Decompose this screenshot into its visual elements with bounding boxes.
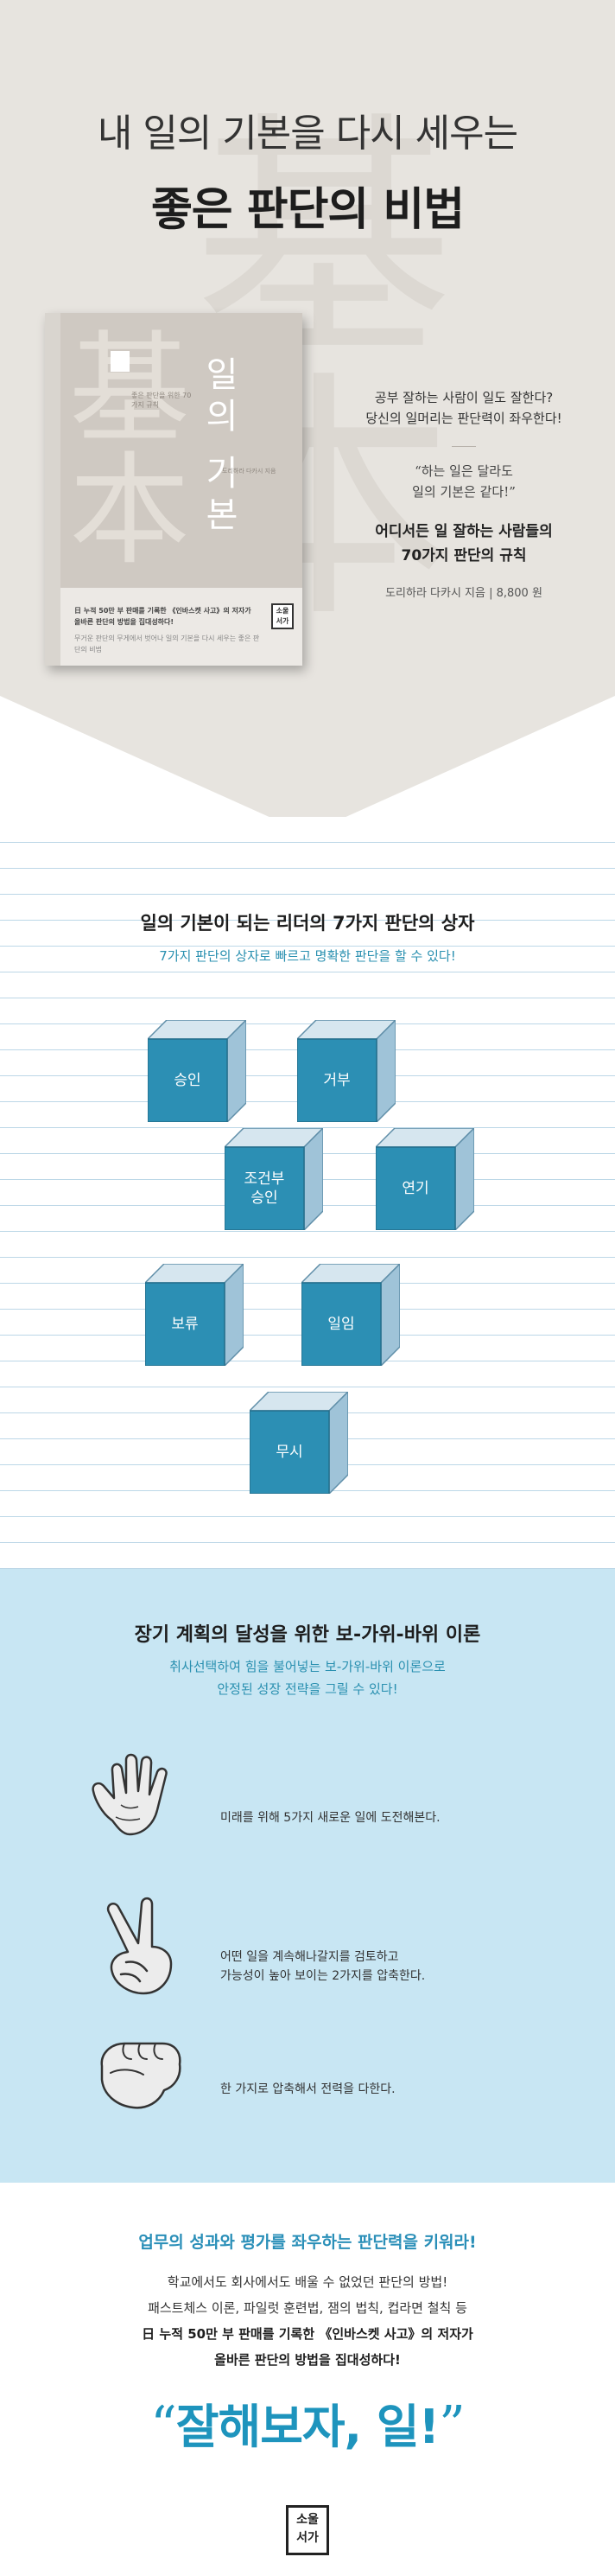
hero-headline-bold: 좋은 판단의 비법 [150,184,465,236]
hero-quote-line1: “하는 일은 달라도 [415,463,513,479]
quote-close-mark: ” [439,2395,466,2456]
boxes-title: 일의 기본이 되는 리더의 7가지 판단의 상자 [140,913,475,934]
book-band-muted: 무거운 판단의 무게에서 벗어나 일의 기본을 다시 세우는 좋은 판단의 비법 [74,634,260,654]
victory-hand-icon [86,1893,203,2005]
book-decor-glyph: 基本 [69,320,191,582]
hero-question-line1: 공부 잘하는 사람이 일도 잘한다? [374,390,554,405]
bottom-body: 학교에서도 회사에서도 배울 수 없었던 판단의 방법! 패스트체스 이론, 파… [0,2269,615,2373]
judgment-box: 연기 [376,1128,474,1230]
rps-subtitle-line2: 안정된 성장 전략을 그릴 수 있다! [217,1681,398,1697]
book-title-line1: 일의 [206,355,238,437]
rps-item-3-text: 한 가지로 압축해서 전력을 다한다. [220,2080,396,2099]
bottom-line2: 패스트체스 이론, 파일럿 훈련법, 잼의 법칙, 컵라면 철칙 등 [148,2300,467,2316]
judgment-box: 보류 [145,1264,244,1366]
quote-open-mark: “ [150,2395,177,2456]
publisher-logo: 소울 서가 [286,2505,329,2555]
book-band-lead2: 올바른 판단의 방법을 집대성하다! [74,618,174,626]
judgment-box-label: 일임 [327,1316,355,1333]
judgment-box-label: 보류 [171,1316,199,1333]
book-title-line2: 기본 [206,454,238,535]
publisher-logo-line1: 소울 [296,2513,319,2527]
boxes-subtitle: 7가지 판단의 상자로 빠르고 명확한 판단을 할 수 있다! [159,948,456,964]
rps-item-3-line1: 한 가지로 압축해서 전력을 다한다. [220,2082,396,2096]
hero-divider [452,446,476,447]
judgment-box-label: 무시 [276,1444,303,1461]
fist-icon [86,2023,203,2118]
judgment-box-label: 거부 [323,1072,351,1089]
book-spine [45,313,60,666]
rps-item-1-line1: 미래를 위해 5가지 새로운 일에 도전해본다. [220,1811,441,1825]
rps-item-2-line1: 어떤 일을 계속해나갈지를 검토하고 [220,1950,399,1964]
judgment-box-label: 승인 [174,1072,201,1089]
rps-item-2-text: 어떤 일을 계속해나갈지를 검토하고 가능성이 높아 보이는 2가지를 압축한다… [220,1948,425,1986]
book-cover-band: 基本 좋은 판단을 위한 70가지 규칙 일의 기본 도리하라 다카시 지음 [45,313,302,588]
bottom-title: 업무의 성과와 평가를 좌우하는 판단력을 키워라! [138,2233,477,2252]
book-tag-shape [111,351,130,372]
publisher-logo-line2: 서가 [296,2531,319,2545]
bottom-quote: “잘해보자, 일!” [0,2388,615,2457]
judgment-box: 무시 [250,1392,348,1494]
judgment-box-label: 연기 [402,1180,429,1197]
hero-headline: 내 일의 기본을 다시 세우는 [97,112,518,156]
bottom-line1: 학교에서도 회사에서도 배울 수 없었던 판단의 방법! [167,2274,448,2290]
rps-title: 장기 계획의 달성을 위한 보-가위-바위 이론 [134,1624,481,1646]
book-cover: 基本 좋은 판단을 위한 70가지 규칙 일의 기본 도리하라 다카시 지음 日… [45,313,302,666]
rps-subtitle-line1: 취사선택하여 힘을 불어넣는 보-가위-바위 이론으로 [169,1659,446,1674]
hero-question-line2: 당신의 일머리는 판단력이 좌우한다! [365,411,562,426]
book-author-text: 도리하라 다카시 지음 [222,468,276,475]
quote-text: 잘해보자, 일! [175,2400,440,2454]
hero-chevron-divider [0,696,615,830]
judgment-box: 일임 [301,1264,400,1366]
hero-bold-line1: 어디서든 일 잘하는 사람들의 [375,523,553,540]
judgment-box: 승인 [148,1020,246,1122]
book-lower-text: 日 누적 50만 부 판매를 기록한 《인바스켓 사고》의 저자가 올바른 판단… [74,605,264,655]
hero-price: 도리하라 다카시 지음 | 8,800 원 [385,587,542,600]
open-palm-icon [86,1744,203,1848]
hero-copy: 공부 잘하는 사람이 일도 잘한다? 당신의 일머리는 판단력이 좌우한다! “… [339,387,589,603]
judgment-box: 거부 [297,1020,396,1122]
bottom-line4: 올바른 판단의 방법을 집대성하다! [214,2352,401,2368]
rps-item-1-text: 미래를 위해 5가지 새로운 일에 도전해본다. [220,1808,441,1827]
rps-subtitle: 취사선택하여 힘을 불어넣는 보-가위-바위 이론으로 안정된 성장 전략을 그… [0,1655,615,1700]
rps-item-2-line2: 가능성이 높아 보이는 2가지를 압축한다. [220,1969,426,1983]
hero-bold-line2: 70가지 판단의 규칙 [401,547,527,564]
hero-quote-line2: 일의 기본은 같다!” [412,484,516,500]
book-small-text: 좋은 판단을 위한 70가지 규칙 [131,392,192,409]
book-publisher-logo: 소울 서가 [271,603,294,629]
bottom-line3: 日 누적 50만 부 판매를 기록한 《인바스켓 사고》의 저자가 [142,2326,473,2342]
book-title: 일의 기본 [199,354,245,536]
book-band-lead: 日 누적 50만 부 판매를 기록한 《인바스켓 사고》의 저자가 [74,607,251,615]
